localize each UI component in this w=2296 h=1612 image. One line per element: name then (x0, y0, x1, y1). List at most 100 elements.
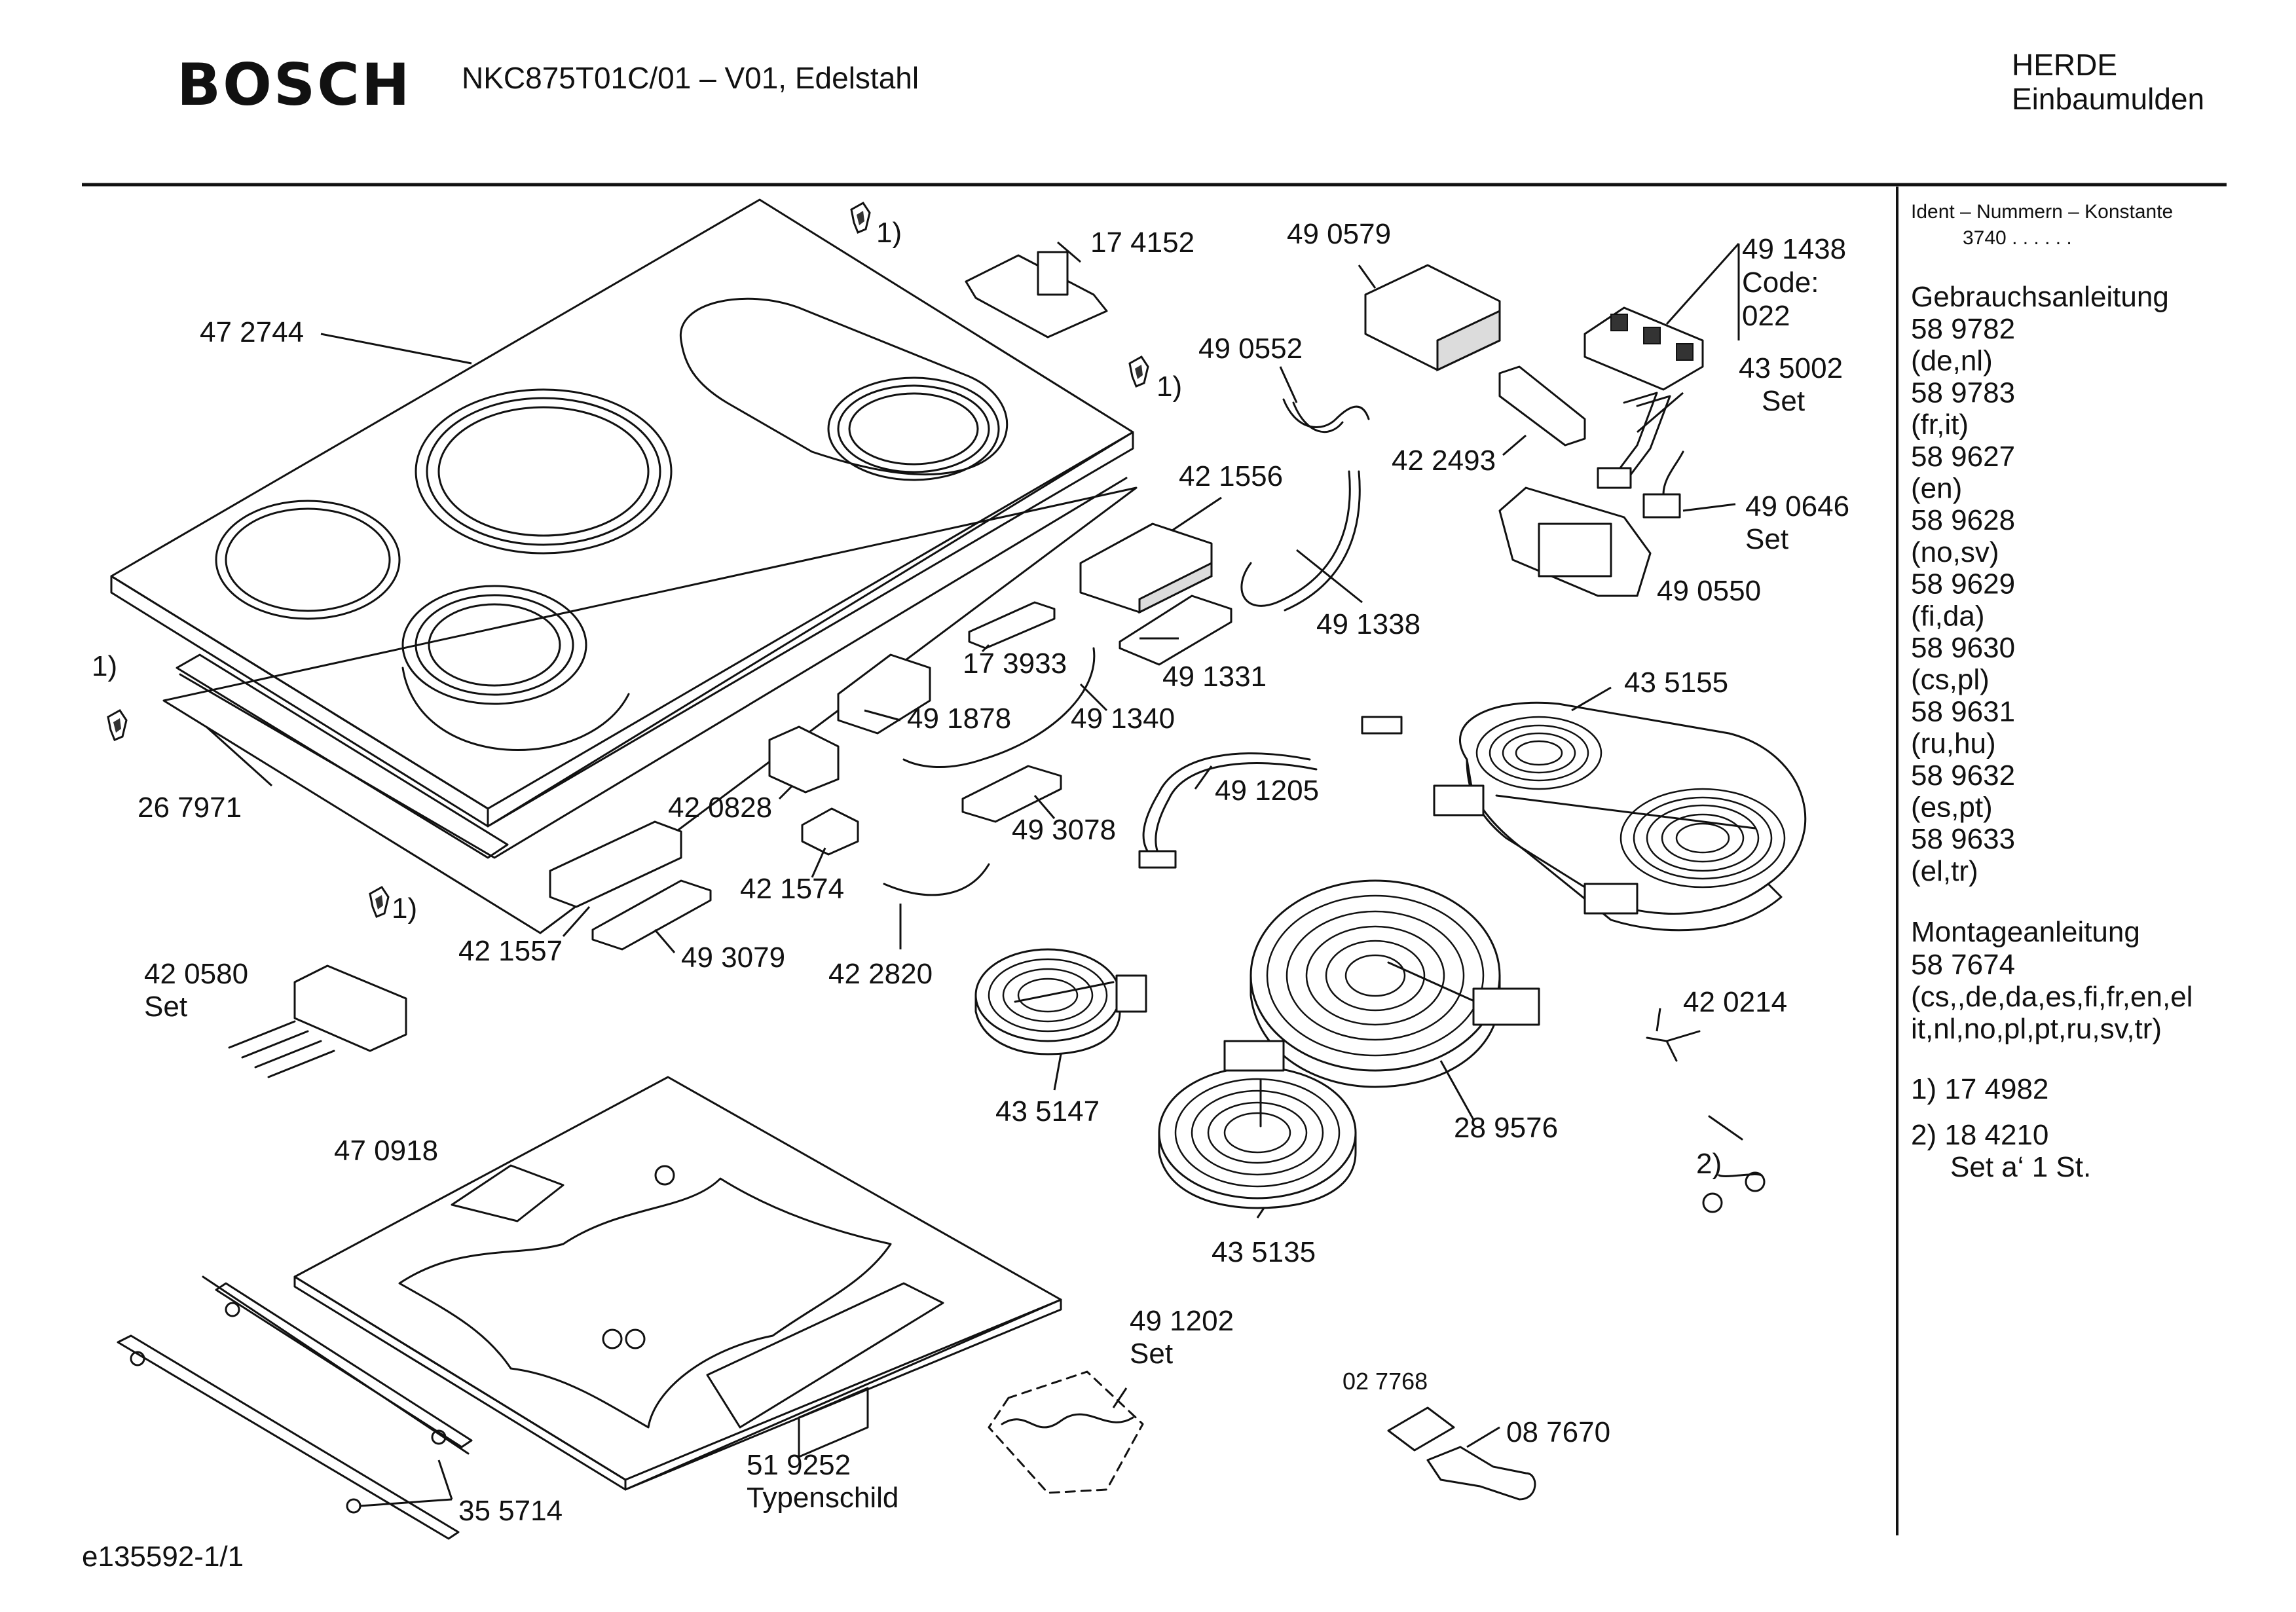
ref-label: 2) (1696, 1148, 1722, 1180)
part-label: 08 7670 (1506, 1416, 1610, 1448)
gebrauch-item: 58 9782 (1911, 313, 2015, 345)
part-label: 26 7971 (138, 792, 242, 824)
part-label: 43 5002 (1739, 352, 1843, 384)
radiant-heater-oval (1433, 701, 1807, 932)
gebrauch-item: (fi,da) (1911, 600, 1984, 632)
part-label: 42 0828 (668, 792, 772, 824)
part-label: 17 4152 (1090, 227, 1194, 259)
part-label: Set (1745, 523, 1788, 555)
brand-logo: BOSCH (177, 51, 412, 119)
gebrauch-item: 58 9633 (1911, 823, 2015, 855)
part-label: 28 9576 (1454, 1112, 1558, 1144)
gebrauch-item: (no,sv) (1911, 536, 1999, 568)
category-line-1: HERDE (2012, 48, 2117, 82)
part-label: 42 1557 (458, 935, 563, 967)
part-label: 42 1574 (740, 873, 844, 905)
gebrauch-item: (es,pt) (1911, 792, 1993, 824)
part-label: Typenschild (747, 1482, 898, 1514)
gebrauch-item: (ru,hu) (1911, 727, 1996, 760)
radiant-heater-medium (1158, 1040, 1357, 1209)
gebrauch-list: 58 9782(de,nl)58 9783(fr,it)58 9627(en)5… (1911, 313, 2015, 887)
radiant-heater-small (974, 948, 1147, 1055)
part-label: 42 1556 (1179, 460, 1283, 492)
small-parts (228, 251, 1766, 1501)
part-label: Set (144, 991, 187, 1023)
part-label: 49 1331 (1162, 661, 1267, 693)
montage-list: 58 7674(cs,,de,da,es,fi,fr,en,elit,nl,no… (1911, 949, 2193, 1045)
sidebar: Ident – Nummern – Konstante 3740 . . . .… (1911, 201, 2193, 1183)
part-label: 35 5714 (458, 1495, 563, 1527)
ref-label: 1) (392, 892, 417, 925)
gebrauch-item: 58 9630 (1911, 632, 2015, 664)
part-label: 49 3078 (1012, 814, 1116, 846)
gebrauch-item: (de,nl) (1911, 345, 1993, 377)
gebrauch-item: (el,tr) (1911, 855, 1978, 887)
part-labels: 47 2744 17 4152 49 0579 49 1438 Code: 02… (92, 217, 1849, 1527)
spring-clip-icon (369, 886, 390, 918)
part-label: 49 1338 (1316, 608, 1420, 640)
montage-item: it,nl,no,pl,pt,ru,sv,tr) (1911, 1013, 2162, 1045)
gebrauch-item: 58 9783 (1911, 376, 2015, 409)
part-label: 49 0579 (1287, 218, 1391, 250)
part-label: 47 2744 (200, 316, 304, 348)
part-label: 49 0552 (1198, 333, 1303, 365)
part-label: Set (1762, 385, 1805, 417)
radiant-heater-large (1250, 879, 1540, 1088)
part-label: 022 (1742, 300, 1790, 332)
spring-clip-icon (1128, 356, 1149, 388)
note-1: 1) 17 4982 (1911, 1073, 2048, 1105)
part-label: 49 3079 (681, 942, 785, 974)
gebrauch-item: 58 9629 (1911, 568, 2015, 600)
ref-label: 1) (1157, 371, 1182, 403)
gebrauch-item: (cs,pl) (1911, 664, 1990, 696)
part-label: 42 2493 (1392, 445, 1496, 477)
part-label: 49 1202 (1130, 1305, 1234, 1337)
ceramic-hob-top (110, 198, 1138, 934)
part-label: 42 2820 (828, 958, 933, 990)
part-label: 49 1340 (1071, 703, 1175, 735)
ref-label: 1) (92, 650, 117, 682)
part-label: 42 0214 (1683, 986, 1787, 1018)
part-label: 49 1878 (907, 703, 1011, 735)
part-label: Code: (1742, 266, 1819, 299)
frame-seal-edge (179, 477, 1128, 859)
note-2-line-1: 2) 18 4210 (1911, 1119, 2048, 1151)
part-label: 49 1438 (1742, 233, 1846, 265)
ident-title: Ident – Nummern – Konstante (1911, 201, 2173, 223)
spring-clip-icon (107, 709, 128, 741)
gebrauch-title: Gebrauchsanleitung (1911, 281, 2169, 313)
gebrauch-item: 58 9631 (1911, 695, 2015, 727)
rating-plate (798, 1387, 869, 1458)
bottom-tray (293, 1076, 1062, 1491)
part-label: 47 0918 (334, 1135, 438, 1167)
spring-clip-icon (850, 202, 871, 234)
part-label: Set (1130, 1338, 1173, 1370)
part-label: 49 0646 (1745, 490, 1849, 522)
gebrauch-item: 58 9632 (1911, 760, 2015, 792)
montage-item: 58 7674 (1911, 949, 2015, 981)
part-label: 02 7768 (1342, 1368, 1428, 1395)
ref-label: 1) (876, 217, 902, 249)
gebrauch-item: 58 9628 (1911, 504, 2015, 536)
category-line-2: Einbaumulden (2012, 82, 2204, 116)
note-2-line-2: Set a‘ 1 St. (1950, 1151, 2091, 1183)
part-label: 49 1205 (1215, 775, 1319, 807)
part-label: 49 0550 (1657, 575, 1761, 607)
model-title: NKC875T01C/01 – V01, Edelstahl (462, 61, 919, 95)
part-label: 43 5135 (1212, 1236, 1316, 1268)
clip-icons (107, 202, 1149, 918)
gebrauch-item: (fr,it) (1911, 409, 1969, 441)
diagram-id: e135592-1/1 (82, 1541, 244, 1573)
mounting-rails (117, 1275, 473, 1540)
ident-value: 3740 . . . . . . (1963, 227, 2072, 249)
gebrauch-item: 58 9627 (1911, 441, 2015, 473)
montage-title: Montageanleitung (1911, 916, 2140, 948)
montage-item: (cs,,de,da,es,fi,fr,en,el (1911, 981, 2193, 1013)
part-label: 42 0580 (144, 958, 248, 990)
gebrauch-item: (en) (1911, 473, 1962, 505)
part-label: 51 9252 (747, 1449, 851, 1481)
part-label: 43 5147 (995, 1095, 1100, 1127)
leader-lines (205, 241, 1740, 1507)
part-label: 17 3933 (963, 648, 1067, 680)
